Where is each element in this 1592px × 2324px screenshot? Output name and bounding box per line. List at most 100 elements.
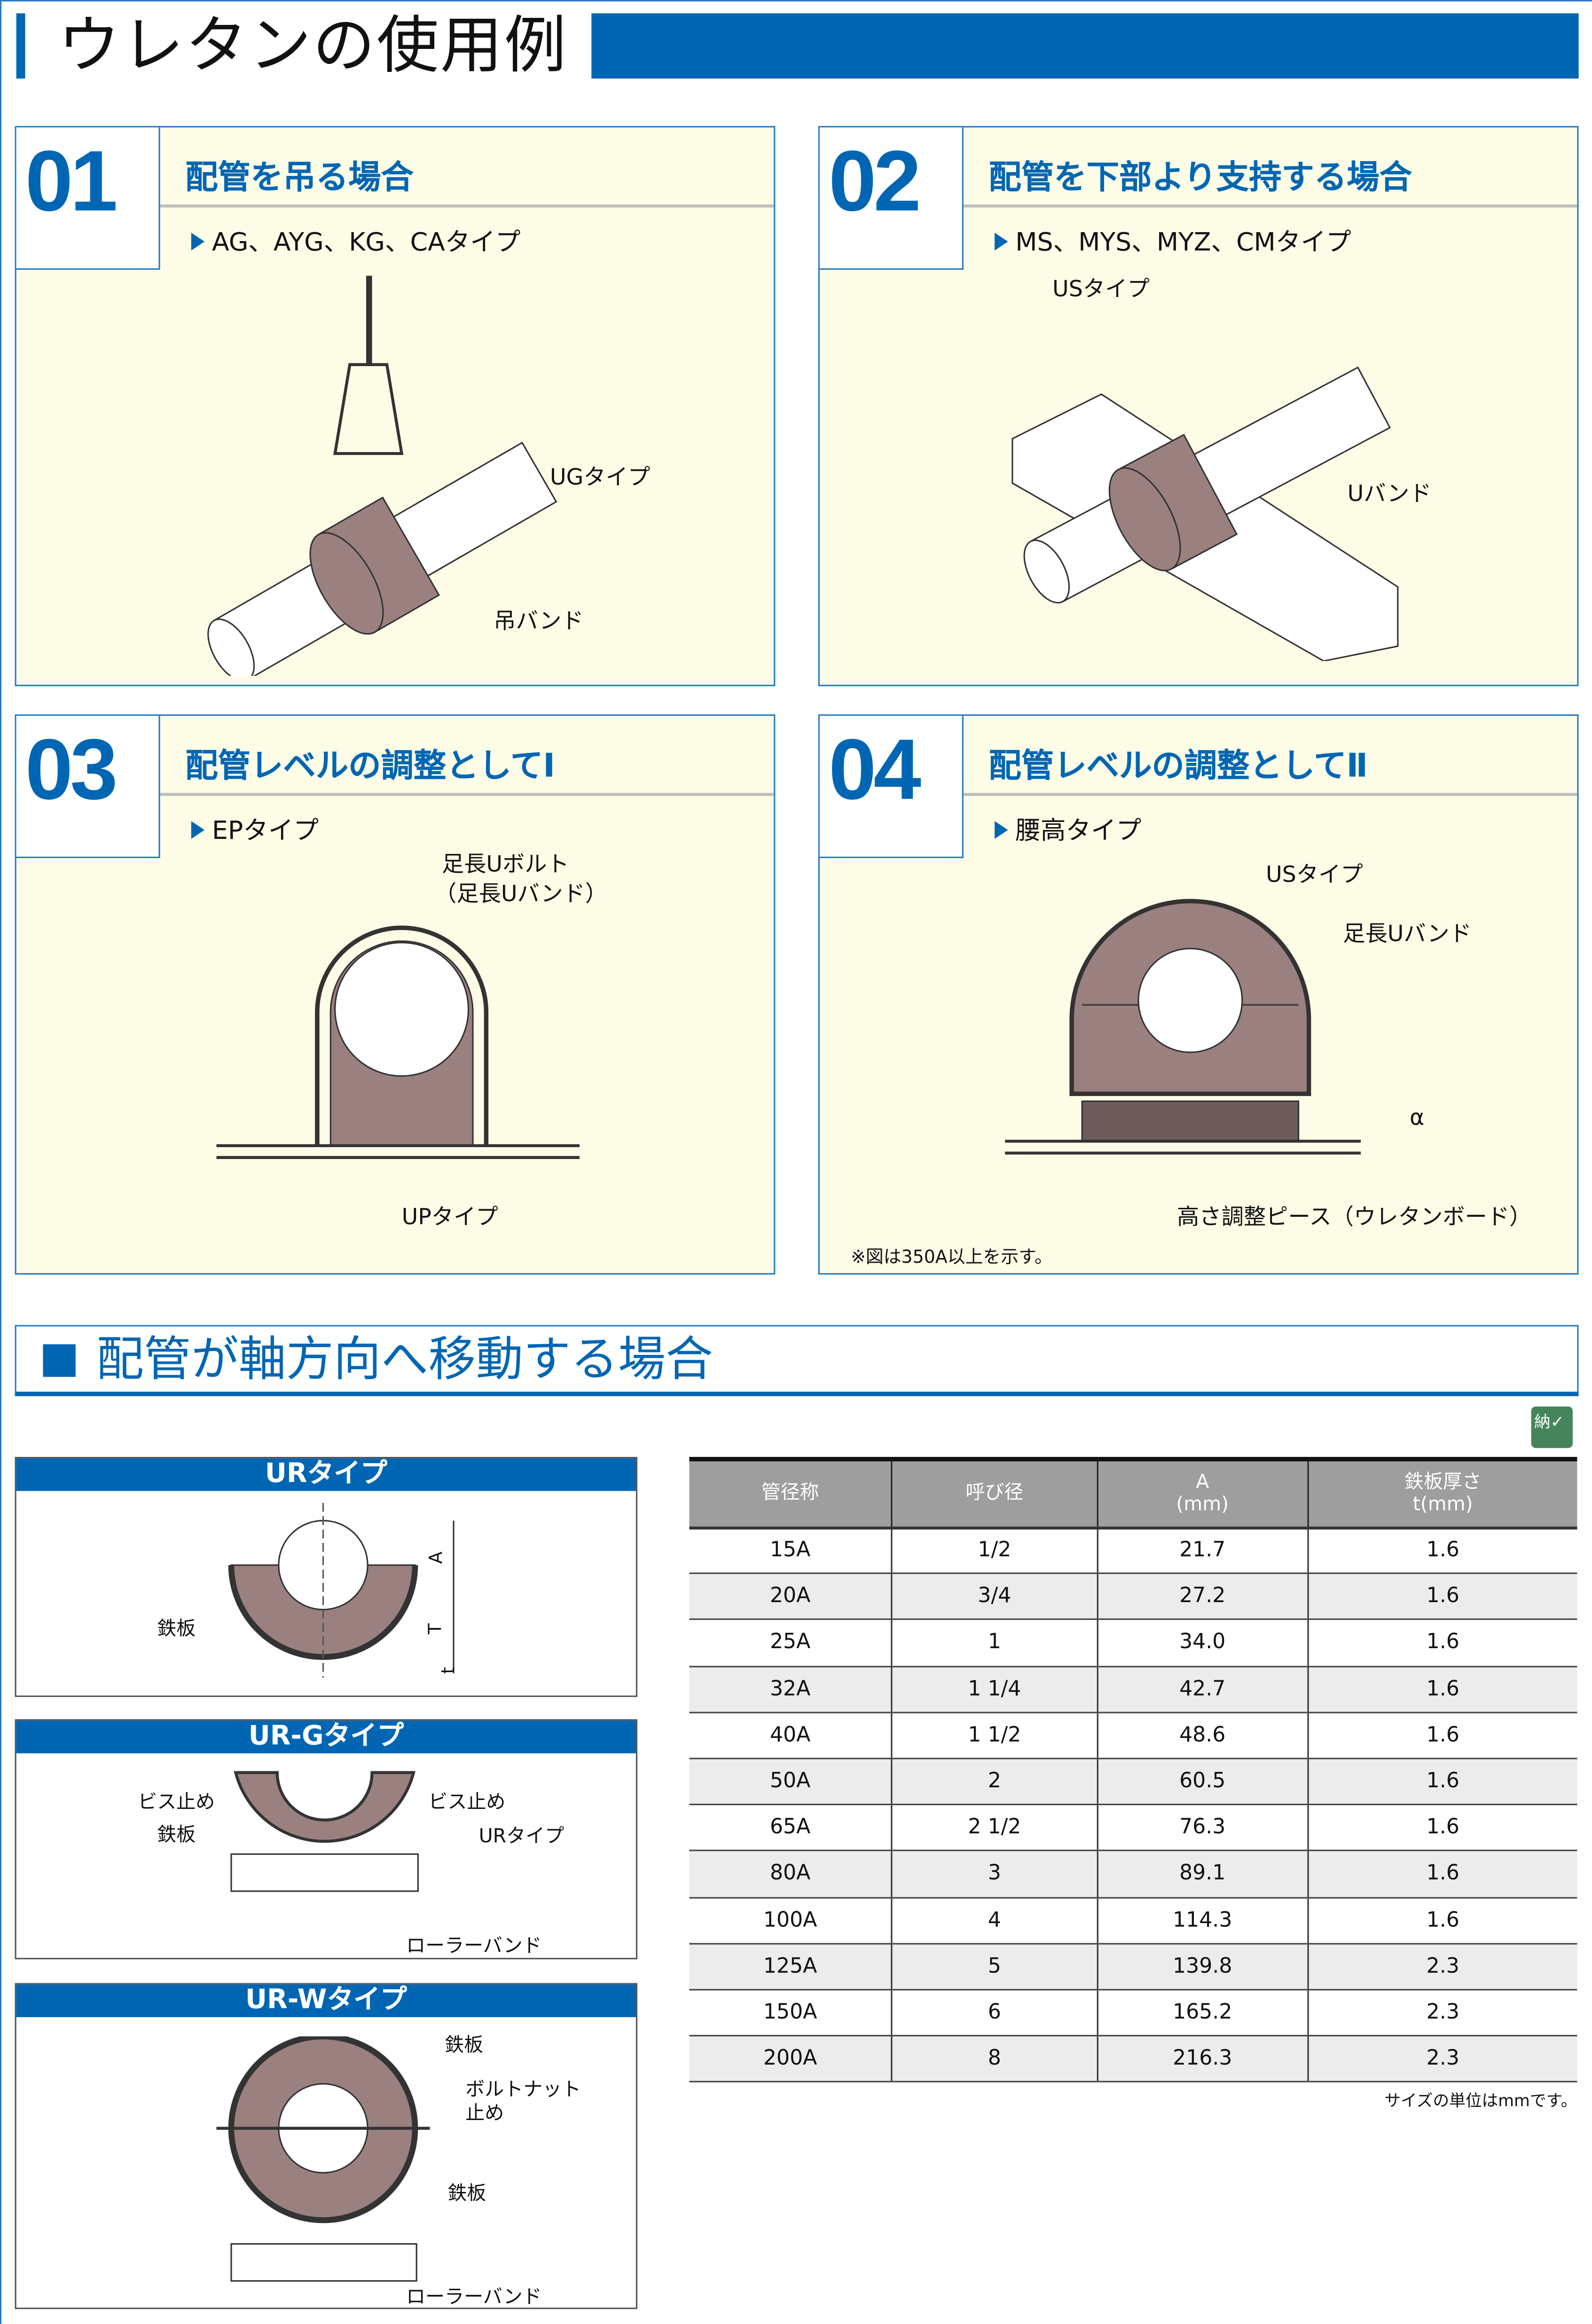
label-bolt-nut: ボルトナット: [465, 2079, 581, 2102]
supported-pipe-illustration: [1012, 366, 1399, 661]
table-cell: 2 1/2: [891, 1804, 1098, 1852]
label-long-u-bolt: 足長Uボルト: [441, 851, 569, 877]
table-cell: 8: [891, 2035, 1098, 2083]
label-a: A: [425, 1551, 447, 1564]
label-screw-right: ビス止め: [428, 1792, 506, 1815]
header-text: 呼び径: [965, 1482, 1024, 1505]
label-steel-plate-top: 鉄板: [445, 2034, 484, 2058]
table-cell: 1.6: [1307, 1712, 1577, 1760]
table-cell: 76.3: [1096, 1804, 1308, 1852]
table-cell: 3/4: [891, 1573, 1098, 1621]
table-cell: 60.5: [1096, 1758, 1308, 1806]
table-cell: 1.6: [1307, 1573, 1577, 1621]
table-note: サイズの単位はmmです。: [1384, 2091, 1577, 2111]
table-cell: 32A: [689, 1666, 892, 1713]
table-cell: 2.3: [1307, 2035, 1577, 2083]
header-text: 管径称: [761, 1482, 819, 1505]
type-title: URタイプ: [16, 1458, 636, 1491]
panel-title: 配管を下部より支持する場合: [988, 160, 1412, 197]
column-header: 呼び径: [891, 1456, 1098, 1529]
checkmark-icon: ✓: [1550, 1412, 1564, 1432]
hanging-pipe-illustration: [207, 275, 557, 676]
panel-title: 配管レベルの調整としてⅡ: [988, 748, 1368, 786]
table-cell: 1.6: [1307, 1666, 1577, 1713]
label-t-upper: T: [425, 1623, 446, 1635]
label-height-piece: 高さ調整ピース（ウレタンボード）: [1176, 1203, 1532, 1230]
table-cell: 200A: [689, 2035, 892, 2083]
panel-subtitle: MS、MYS、MYZ、CMタイプ: [995, 221, 1351, 258]
table-cell: 27.2: [1096, 1573, 1308, 1621]
table-cell: 6: [891, 1989, 1098, 2037]
table-cell: 1.6: [1307, 1804, 1577, 1852]
table-cell: 2.3: [1307, 1943, 1577, 1990]
label-steel-plate-bottom: 鉄板: [447, 2183, 486, 2206]
panel-subtitle: 腰高タイプ: [995, 809, 1141, 846]
table-cell: 48.6: [1096, 1712, 1308, 1760]
header-text: t(mm): [1412, 1494, 1473, 1516]
table-cell: 114.3: [1096, 1897, 1308, 1944]
page-title: ウレタンの使用例: [57, 8, 568, 82]
label-t-lower: t: [438, 1667, 459, 1674]
table-cell: 1.6: [1307, 1851, 1577, 1898]
header-text: (mm): [1176, 1494, 1229, 1516]
label-screw-left: ビス止め: [138, 1792, 215, 1815]
label-fastening: 止め: [465, 2103, 504, 2126]
panel-number: 02: [819, 127, 964, 270]
table-cell: 1/2: [891, 1527, 1098, 1574]
table-cell: 15A: [689, 1527, 892, 1574]
label-hanging-band: 吊バンド: [494, 607, 584, 634]
ep-type-illustration: [216, 925, 580, 1159]
section-title: 配管が軸方向へ移動する場合: [96, 1330, 713, 1387]
panel-title: 配管レベルの調整としてⅠ: [185, 748, 556, 786]
header-text: 鉄板厚さ: [1404, 1471, 1482, 1494]
figure-note: ※図は350A以上を示す。: [851, 1246, 1052, 1268]
label-long-u-band: 足長Uバンド: [1343, 920, 1472, 947]
ur-g-type-box: UR-Gタイプ ビス止め 鉄板 ビス止め URタイプ ローラーバンド: [15, 1719, 638, 1960]
table-cell: 5: [891, 1943, 1098, 1990]
table-cell: 1.6: [1307, 1620, 1577, 1667]
label-steel-plate: 鉄板: [157, 1618, 196, 1641]
table-cell: 1.6: [1307, 1758, 1577, 1806]
table-cell: 1 1/2: [891, 1712, 1098, 1760]
table-cell: 2: [891, 1758, 1098, 1806]
delivery-check-badge: 納✓: [1531, 1406, 1573, 1448]
panel-title: 配管を吊る場合: [185, 160, 414, 197]
ur-type-box: URタイプ 鉄板 A T t: [15, 1456, 638, 1697]
label-roller-band: ローラーバンド: [406, 1935, 542, 1958]
table-cell: 21.7: [1096, 1527, 1308, 1574]
label-long-u-band: （足長Uバンド）: [434, 880, 608, 908]
label-up-type: UPタイプ: [401, 1203, 498, 1230]
badge-text: 納: [1534, 1412, 1551, 1432]
ur-w-type-box: UR-Wタイプ 鉄板 ボルトナット 止め 鉄板 ローラーバンド: [15, 1983, 638, 2309]
table-cell: 65A: [689, 1804, 892, 1852]
table-cell: 34.0: [1096, 1620, 1308, 1667]
column-header: A(mm): [1096, 1456, 1308, 1529]
divider: [963, 793, 1577, 796]
table-cell: 165.2: [1096, 1989, 1308, 2037]
divider: [160, 204, 774, 208]
panel-subtitle: AG、AYG、KG、CAタイプ: [191, 221, 521, 258]
table-cell: 50A: [689, 1758, 892, 1806]
panel-02: 02 配管を下部より支持する場合 MS、MYS、MYZ、CMタイプ USタイプ …: [818, 126, 1579, 687]
table-cell: 2.3: [1307, 1989, 1577, 2037]
label-us-type: USタイプ: [1052, 275, 1150, 303]
table-cell: 25A: [689, 1620, 892, 1667]
table-cell: 4: [891, 1897, 1098, 1944]
panel-01: 01 配管を吊る場合 AG、AYG、KG、CAタイプ UGタイプ 吊バンド: [15, 126, 776, 687]
table-cell: 1 1/4: [891, 1666, 1098, 1713]
table-cell: 20A: [689, 1573, 892, 1621]
